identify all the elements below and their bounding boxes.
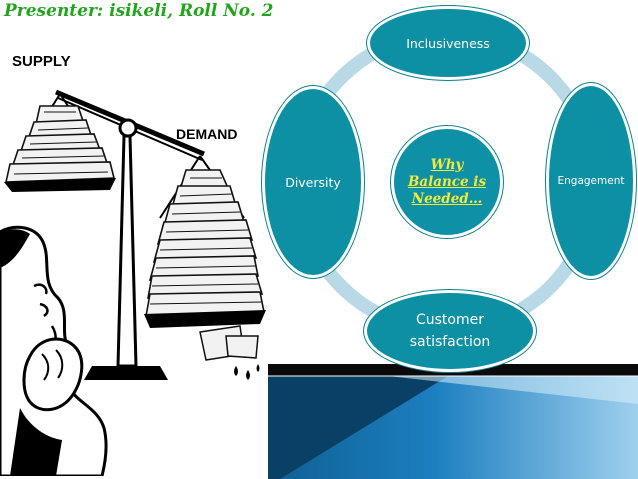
- node-engagement-label: Engagement: [557, 175, 625, 187]
- supply-label: SUPPLY: [12, 53, 71, 70]
- node-inclusiveness-label: Inclusiveness: [406, 35, 490, 51]
- demand-label: DEMAND: [176, 126, 237, 142]
- node-diversity-label: Diversity: [285, 174, 341, 190]
- node-customer-satisfaction: Customer satisfaction: [364, 290, 536, 372]
- node-inclusiveness: Inclusiveness: [367, 6, 529, 80]
- decorative-banner: [268, 364, 638, 479]
- node-diversity: Diversity: [262, 86, 364, 278]
- node-center: Why Balance is Needed…: [391, 126, 503, 238]
- presenter-title: Presenter: isikeli, Roll No. 2: [4, 1, 274, 21]
- node-engagement: Engagement: [546, 83, 636, 279]
- supply-demand-cartoon: SUPPLY DEMAND: [0, 53, 266, 476]
- node-customer-satisfaction-label: Customer satisfaction: [409, 312, 491, 350]
- center-label: Why Balance is Needed…: [407, 156, 487, 207]
